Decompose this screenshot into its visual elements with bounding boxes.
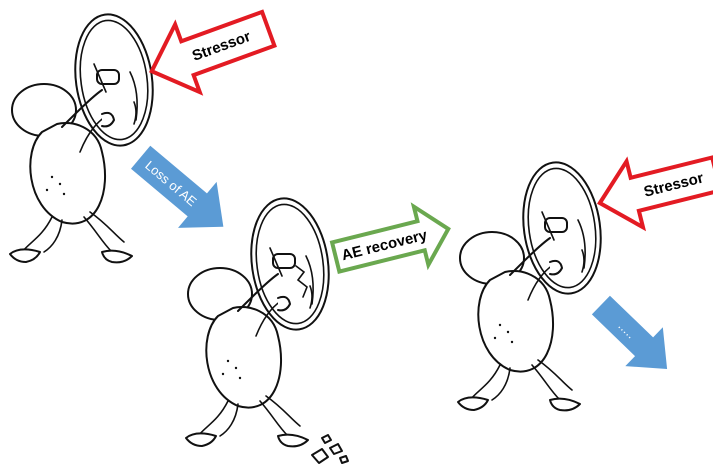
figure-shield-broken — [186, 193, 337, 446]
figure-shield-intact — [10, 9, 161, 262]
loss-of-ae-arrow: Loss of AE — [121, 134, 242, 249]
figure-shield-recovered — [458, 157, 609, 410]
stressor-arrow-1: Stressor — [139, 0, 280, 105]
stressor-arrow-2: Stressor — [592, 141, 713, 236]
shield-fragments — [312, 435, 348, 463]
continuation-arrow: ..... — [582, 286, 686, 389]
ae-recovery-arrow: AE recovery — [328, 200, 455, 286]
